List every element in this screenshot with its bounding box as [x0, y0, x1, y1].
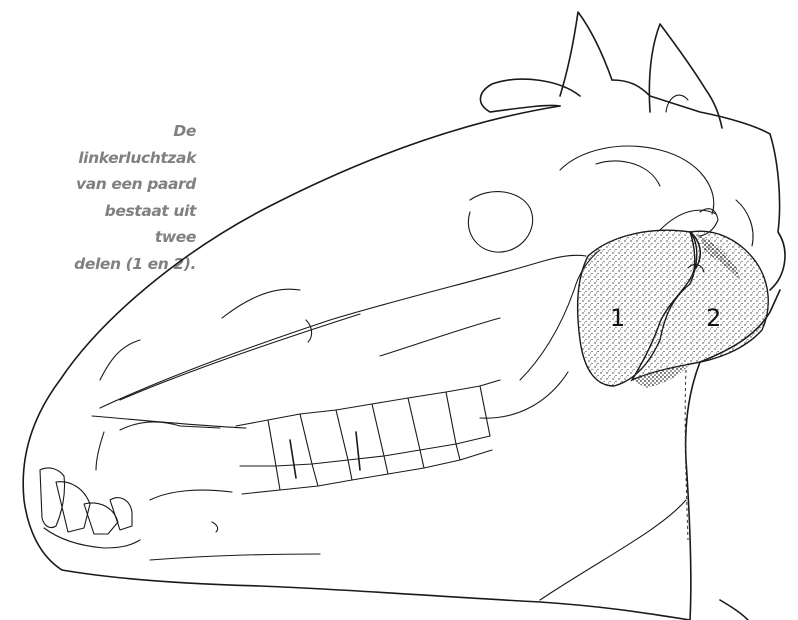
pouch-label-2: 2: [706, 304, 721, 332]
molar-row: [236, 380, 500, 494]
skull-lines: [92, 146, 753, 600]
incisors: [40, 422, 232, 548]
pouch-label-1: 1: [610, 304, 625, 332]
guttural-pouch: 1 2: [578, 209, 769, 388]
